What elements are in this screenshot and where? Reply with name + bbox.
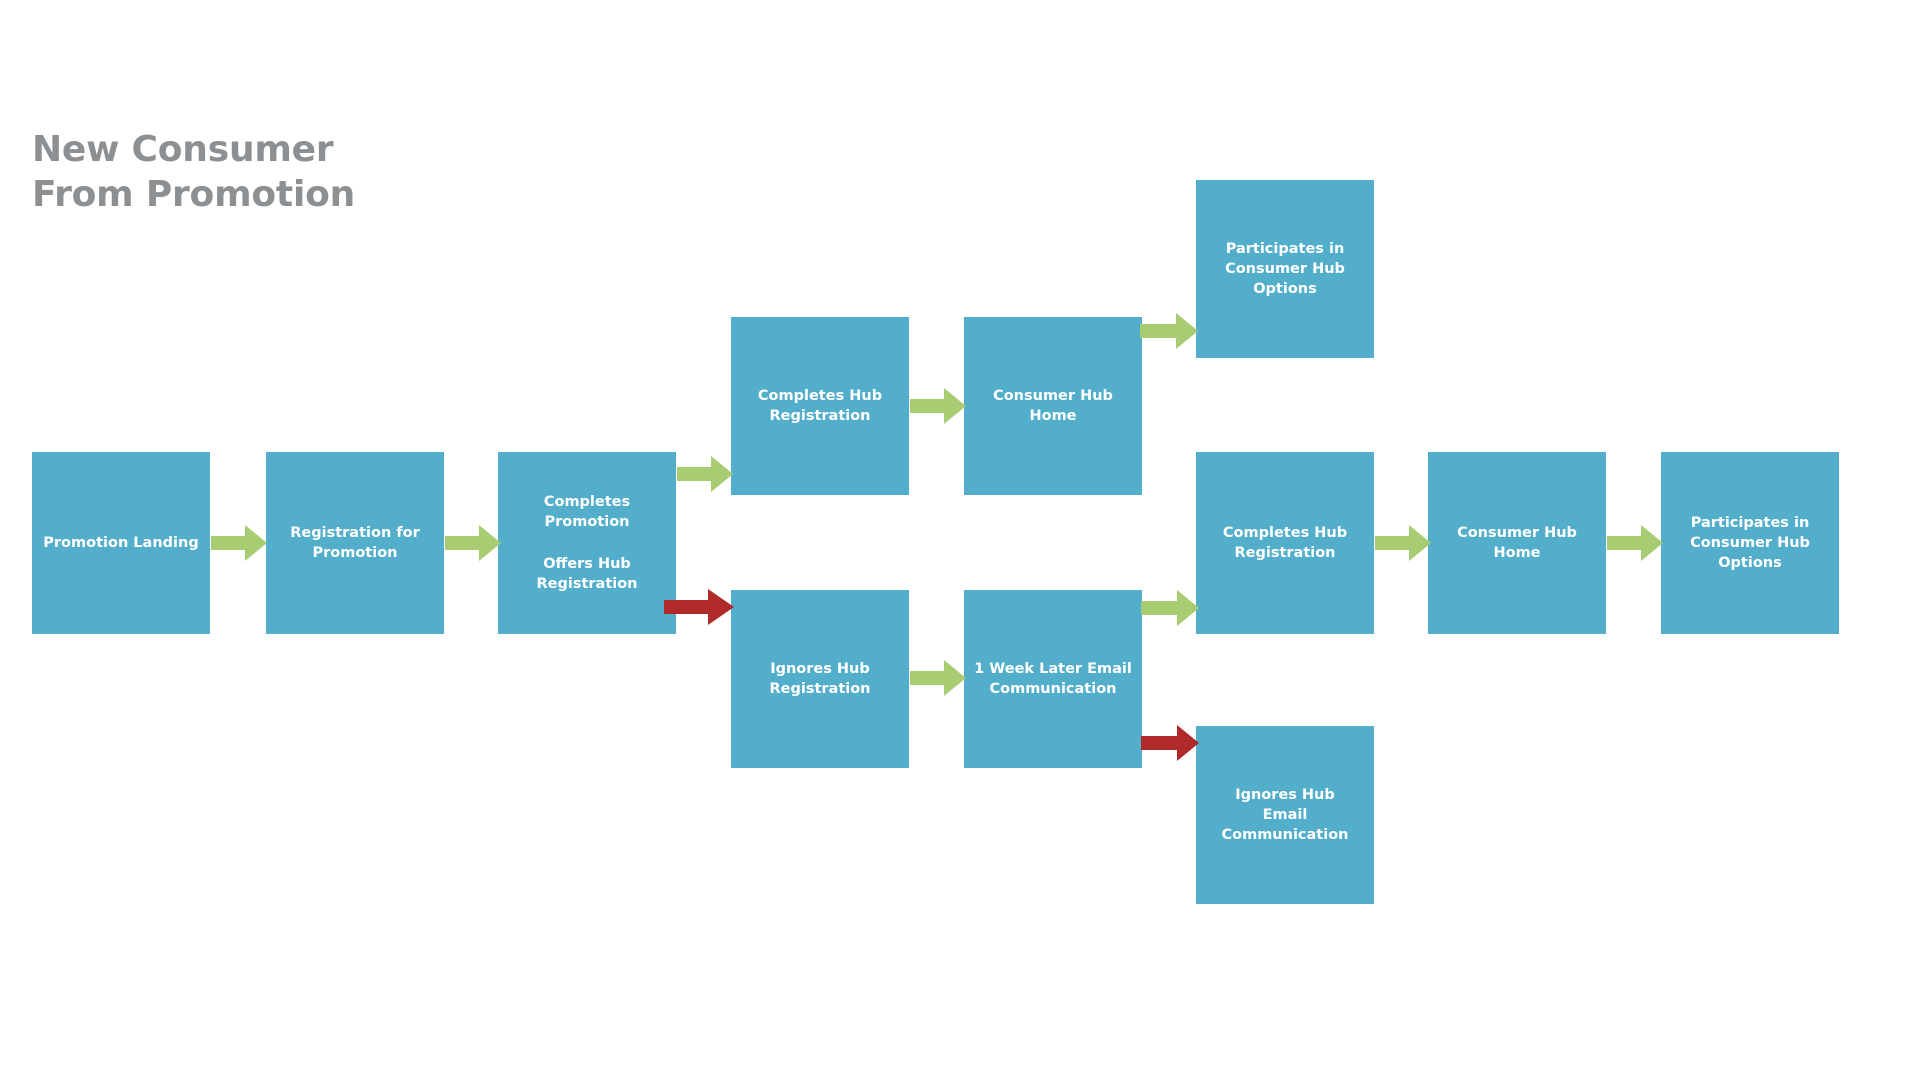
arrow-right-icon-e2 [445,523,501,563]
node-registration-for-promotion[interactable]: Registration for Promotion [266,452,444,634]
node-completes-hub-registration-top[interactable]: Completes Hub Registration [731,317,909,495]
page-title: New Consumer From Promotion [32,129,356,215]
node-label: 1 Week Later Email Communication [974,661,1132,697]
node-label-secondary: Offers Hub Registration [536,556,638,592]
node-label: Participates in Consumer Hub Options [1225,241,1345,297]
node-label: Completes Hub Registration [1222,525,1348,561]
arrow-right-icon-e1 [211,523,267,563]
node-label: Registration for Promotion [290,525,420,561]
node-ignores-hub-registration[interactable]: Ignores Hub Registration [731,590,909,768]
arrow-right-icon-e5 [910,386,966,426]
node-consumer-hub-home-right[interactable]: Consumer Hub Home [1428,452,1606,634]
node-label: Promotion Landing [43,535,199,551]
arrow-right-icon-e11 [1607,523,1663,563]
arrow-right-icon-e8 [1141,588,1199,628]
node-completes-hub-registration-right[interactable]: Completes Hub Registration [1196,452,1374,634]
node-label: Ignores Hub Email Communication [1221,787,1349,843]
node-label: Consumer Hub Home [1457,525,1577,561]
node-label: Participates in Consumer Hub Options [1690,515,1810,571]
node-completes-promotion[interactable]: Completes Promotion Offers Hub Registrat… [498,452,676,634]
node-participates-in-consumer-hub-options-top[interactable]: Participates in Consumer Hub Options [1196,180,1374,358]
arrow-right-icon-e6 [1140,311,1198,351]
node-label: Ignores Hub Registration [769,661,871,697]
arrow-right-icon-e3 [677,454,733,494]
arrow-right-icon-e4-negative [664,587,734,627]
node-ignores-hub-email-communication[interactable]: Ignores Hub Email Communication [1196,726,1374,904]
node-label: Completes Hub Registration [757,388,883,424]
node-label: Consumer Hub Home [993,388,1113,424]
arrow-right-icon-e7 [910,658,966,698]
node-consumer-hub-home-top[interactable]: Consumer Hub Home [964,317,1142,495]
node-one-week-later-email[interactable]: 1 Week Later Email Communication [964,590,1142,768]
node-label-primary: Completes Promotion [543,494,631,530]
node-participates-in-consumer-hub-options-right[interactable]: Participates in Consumer Hub Options [1661,452,1839,634]
arrow-right-icon-e9-negative [1141,723,1199,763]
node-promotion-landing[interactable]: Promotion Landing [32,452,210,634]
arrow-right-icon-e10 [1375,523,1431,563]
